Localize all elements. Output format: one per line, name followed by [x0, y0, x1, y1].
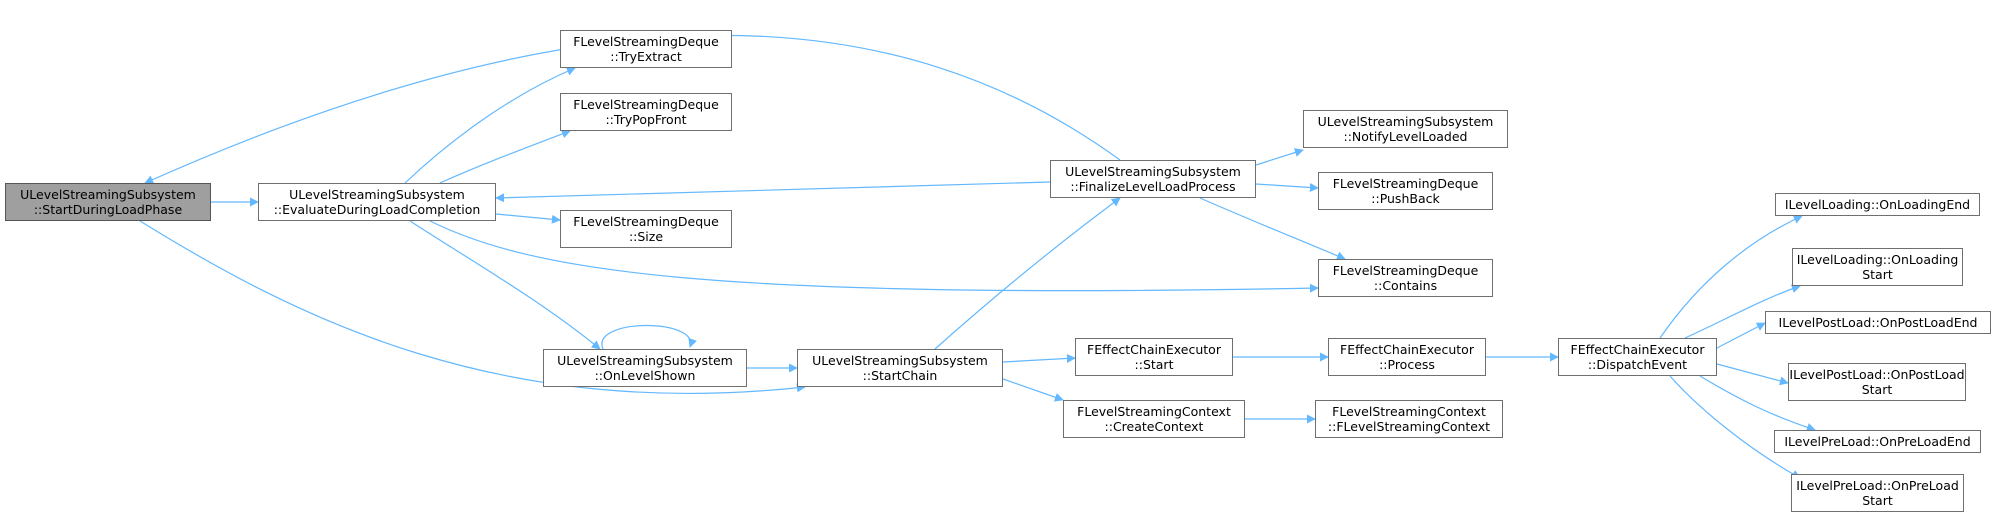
node-label-line: Start [1862, 493, 1893, 508]
node-label-line: FEffectChainExecutor [1087, 342, 1221, 357]
edge-start_chain-to-fx_start [1002, 353, 1076, 363]
node-label-line: FLevelStreamingDeque [573, 214, 719, 229]
edge-evaluate-to-try_pop_front [439, 129, 571, 184]
node-start-chain[interactable]: ULevelStreamingSubsystem::StartChain [797, 349, 1003, 387]
node-fx-dispatch[interactable]: FEffectChainExecutor::DispatchEvent [1558, 338, 1717, 376]
node-label-line: FLevelStreamingDeque [1332, 176, 1479, 191]
edge-start_chain-to-finalize [934, 197, 1121, 350]
node-label-line: ULevelStreamingSubsystem [20, 187, 196, 202]
node-contains[interactable]: FLevelStreamingDeque::Contains [1318, 259, 1493, 297]
node-start-during-load[interactable]: ULevelStreamingSubsystem::StartDuringLoa… [5, 183, 211, 221]
node-label-line: FLevelStreamingDeque [573, 97, 719, 112]
node-label-line: ::Start [1134, 357, 1174, 372]
edge-fx_dispatch-to-loading_end [1659, 215, 1803, 339]
node-fx-process[interactable]: FEffectChainExecutor::Process [1328, 338, 1486, 376]
edge-finalize-to-notify_loaded [1255, 148, 1304, 166]
node-label-line: Start [1862, 267, 1893, 282]
edge-fx_dispatch-to-postload_start [1716, 363, 1789, 386]
node-label-line: ::PushBack [1371, 191, 1440, 206]
node-label-line: ULevelStreamingSubsystem [1065, 164, 1241, 179]
node-label-line: ILevelLoading::OnLoadingEnd [1784, 197, 1971, 212]
node-push-back[interactable]: FLevelStreamingDeque::PushBack [1318, 172, 1493, 210]
node-label-line: ::StartChain [862, 368, 938, 383]
node-label-line: FLevelStreamingDeque [573, 34, 719, 49]
node-label-line: FEffectChainExecutor [1340, 342, 1474, 357]
node-label-line: FLevelStreamingContext [1077, 404, 1231, 419]
node-label-line: FLevelStreamingDeque [1332, 263, 1479, 278]
node-label-line: ILevelLoading::OnLoading [1796, 252, 1959, 267]
node-on-level-shown[interactable]: ULevelStreamingSubsystem::OnLevelShown [543, 349, 747, 387]
edge-finalize-to-contains [1199, 197, 1346, 260]
node-try-pop-front[interactable]: FLevelStreamingDeque::TryPopFront [560, 93, 732, 131]
node-label-line: ILevelPostLoad::OnPostLoad [1789, 367, 1965, 382]
edge-finalize-to-push_back [1255, 182, 1319, 192]
edge-on_level_shown-to-on_level_shown [601, 324, 697, 350]
node-evaluate[interactable]: ULevelStreamingSubsystem::EvaluateDuring… [258, 183, 496, 221]
edge-fx_dispatch-to-postload_end [1716, 322, 1766, 349]
node-postload-end[interactable]: ILevelPostLoad::OnPostLoadEnd [1765, 311, 1991, 334]
node-label-line: FEffectChainExecutor [1570, 342, 1705, 357]
node-label-line: ::DispatchEvent [1587, 357, 1688, 372]
node-label-line: ::EvaluateDuringLoadCompletion [273, 202, 481, 217]
node-label-line: ULevelStreamingSubsystem [812, 353, 988, 368]
node-ctx-ctor[interactable]: FLevelStreamingContext::FLevelStreamingC… [1315, 400, 1503, 438]
edge-fx_dispatch-to-preload_start [1669, 375, 1801, 479]
node-label-line: ::FinalizeLevelLoadProcess [1070, 179, 1236, 194]
node-label-line: ULevelStreamingSubsystem [557, 353, 733, 368]
edge-start_during_load-to-start_chain [139, 220, 806, 394]
node-label-line: ::NotifyLevelLoaded [1343, 129, 1468, 144]
edge-fx_dispatch-to-loading_start [1684, 284, 1801, 339]
node-label-line: ::Process [1379, 357, 1435, 372]
node-label-line: ULevelStreamingSubsystem [1317, 114, 1494, 129]
node-loading-end[interactable]: ILevelLoading::OnLoadingEnd [1775, 193, 1980, 216]
edge-fx_dispatch-to-preload_end [1699, 375, 1816, 432]
node-label-line: ::TryPopFront [605, 112, 687, 127]
node-finalize[interactable]: ULevelStreamingSubsystem::FinalizeLevelL… [1050, 160, 1256, 198]
node-label-line: ILevelPostLoad::OnPostLoadEnd [1778, 315, 1978, 330]
node-label-line: ILevelPreLoad::OnPreLoad [1796, 478, 1959, 493]
node-label-line: FLevelStreamingContext [1332, 404, 1486, 419]
node-label-line: ::Size [628, 229, 664, 244]
node-label-line: ::TryExtract [610, 49, 682, 64]
node-label-line: ::CreateContext [1104, 419, 1204, 434]
node-size[interactable]: FLevelStreamingDeque::Size [560, 210, 732, 248]
node-label-line: ::FLevelStreamingContext [1327, 419, 1491, 434]
edge-start_chain-to-create_context [1002, 378, 1064, 402]
node-notify-loaded[interactable]: ULevelStreamingSubsystem::NotifyLevelLoa… [1303, 110, 1508, 148]
node-fx-start[interactable]: FEffectChainExecutor::Start [1075, 338, 1233, 376]
edge-evaluate-to-size [495, 213, 561, 224]
node-label-line: ::OnLevelShown [594, 368, 696, 383]
edge-finalize-to-evaluate [495, 181, 1051, 203]
node-label-line: ::Contains [1373, 278, 1438, 293]
node-label-line: ::StartDuringLoadPhase [33, 202, 183, 217]
node-try-extract[interactable]: FLevelStreamingDeque::TryExtract [560, 30, 732, 68]
edge-evaluate-to-contains [429, 220, 1319, 293]
edge-evaluate-to-on_level_shown [409, 220, 601, 350]
node-label-line: ULevelStreamingSubsystem [289, 187, 465, 202]
node-preload-end[interactable]: ILevelPreLoad::OnPreLoadEnd [1774, 430, 1981, 453]
edge-evaluate-to-try_extract [404, 67, 576, 184]
node-label-line: ILevelPreLoad::OnPreLoadEnd [1784, 434, 1971, 449]
node-create-context[interactable]: FLevelStreamingContext::CreateContext [1063, 400, 1245, 438]
node-label-line: Start [1861, 382, 1893, 397]
